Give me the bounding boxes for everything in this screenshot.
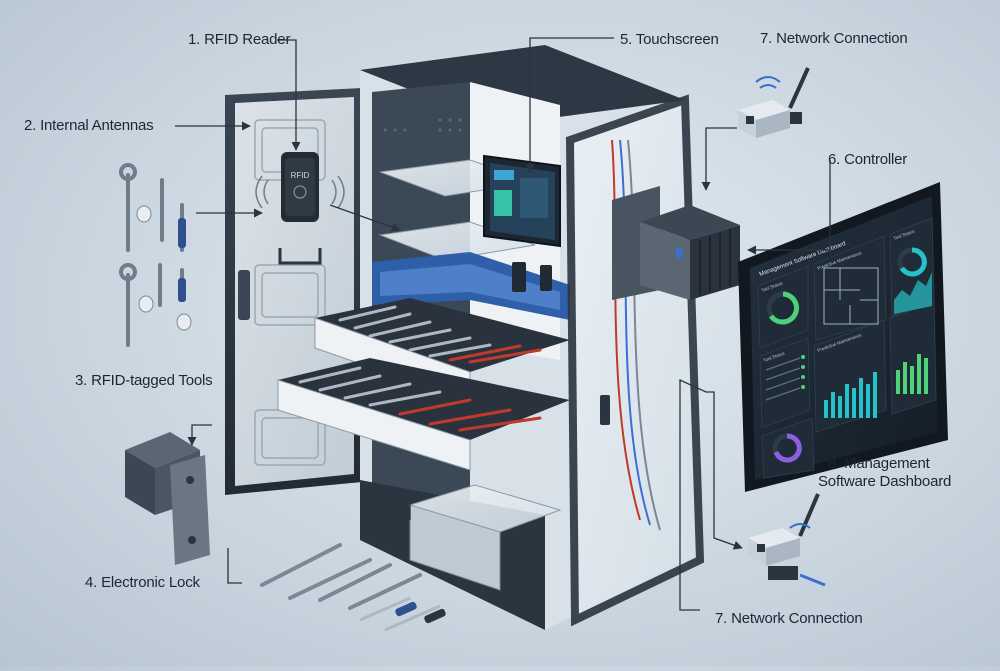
rfid-reader-label: RFID — [291, 171, 310, 180]
bottom-screwdrivers — [359, 596, 446, 632]
network-device-top — [738, 67, 810, 138]
callout-rfid-tagged-tools: 3. RFID-tagged Tools — [75, 372, 213, 389]
left-door — [225, 88, 362, 495]
rfid-reader-device: RFID — [255, 152, 345, 265]
callout-dashboard-line1: 8. Management — [828, 455, 930, 472]
dashboard-tablet: Management Software Dashboard — [738, 182, 948, 492]
callout-touchscreen: 5. Touchscreen — [620, 31, 719, 48]
network-device-bottom — [748, 493, 826, 587]
callout-controller: 6. Controller — [828, 151, 908, 168]
callout-electronic-lock: 4. Electronic Lock — [85, 574, 200, 591]
controller-unit — [612, 186, 740, 300]
callout-rfid-reader: 1. RFID Reader — [188, 31, 291, 48]
callout-network-connection-top: 7. Network Connection — [760, 30, 908, 47]
drawers — [277, 298, 570, 591]
callout-network-connection-bottom: 7. Network Connection — [715, 610, 863, 627]
callout-management-dashboard: 8. Management Software Dashboard — [818, 455, 951, 491]
tool-tags — [136, 205, 192, 331]
bottom-tools — [260, 543, 422, 610]
callout-dashboard-line2: Software Dashboard — [818, 473, 952, 490]
electronic-lock — [125, 432, 210, 565]
tool-handles — [178, 218, 186, 302]
rfid-tagged-tools — [119, 163, 184, 347]
leader-lines — [175, 37, 831, 611]
callout-internal-antennas: 2. Internal Antennas — [24, 117, 154, 134]
touchscreen — [483, 154, 561, 292]
